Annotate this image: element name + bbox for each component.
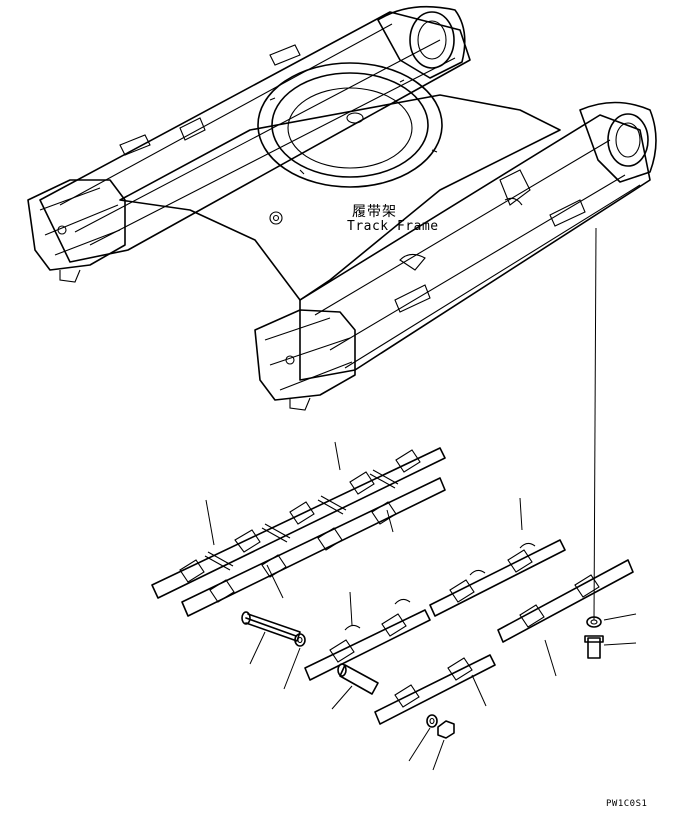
callout-leaders <box>205 441 637 771</box>
guard-section-bottom-right <box>497 559 634 643</box>
spacer-pipe <box>337 663 379 695</box>
drawing-code: PW1C0S1 <box>606 799 648 809</box>
washer-small <box>294 633 306 647</box>
washer-bottom <box>426 714 438 728</box>
frame-to-bolt-leader <box>593 227 597 621</box>
part-label-chinese: 履带架 <box>352 204 397 220</box>
guard-section-middle-right <box>429 539 566 617</box>
washer-right <box>586 616 602 628</box>
nut <box>437 720 455 739</box>
short-bolt <box>584 635 604 659</box>
track-frame-drawing <box>27 5 657 411</box>
long-bolt <box>241 611 301 642</box>
part-label-english: Track Frame <box>347 219 439 234</box>
guard-section-middle-left <box>304 598 431 681</box>
guard-section-bottom-left <box>374 654 496 725</box>
guard-assembly-top <box>151 447 446 617</box>
